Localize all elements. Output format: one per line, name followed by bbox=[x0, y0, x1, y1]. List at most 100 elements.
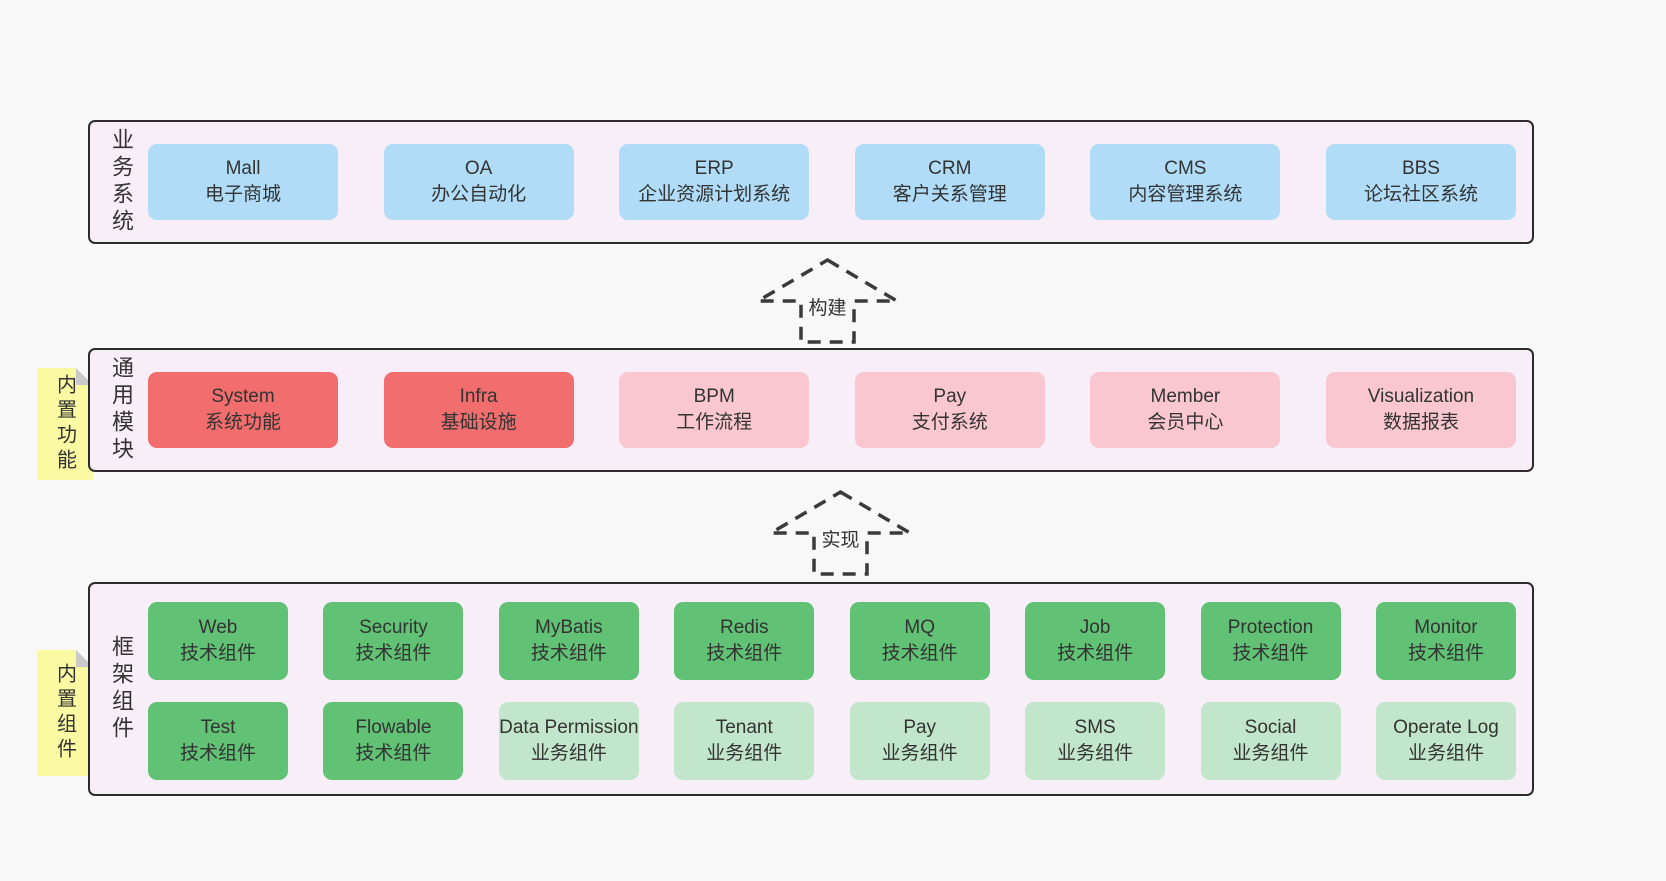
box-title: Monitor bbox=[1414, 616, 1478, 638]
box-subtitle: 业务组件 bbox=[530, 743, 607, 764]
box-subtitle: 技术组件 bbox=[1407, 643, 1484, 664]
box-subtitle: 技术组件 bbox=[1232, 643, 1309, 664]
box-cms: CMS 内容管理系统 bbox=[1090, 144, 1281, 220]
framework-components-section: 框架组件 Web 技术组件 Security 技术组件 MyBatis 技术组件… bbox=[88, 582, 1534, 796]
box-title: Pay bbox=[933, 385, 967, 407]
box-member: Member 会员中心 bbox=[1090, 372, 1281, 448]
box-title: SMS bbox=[1074, 716, 1116, 738]
up-arrow-icon bbox=[768, 489, 913, 576]
builtin-functions-tag-label: 内置功能 bbox=[53, 374, 76, 474]
box-erp: ERP 企业资源计划系统 bbox=[619, 144, 810, 220]
box-subtitle: 技术组件 bbox=[1057, 643, 1134, 664]
implement-arrow-label: 实现 bbox=[821, 530, 860, 551]
up-arrow-icon bbox=[755, 257, 900, 344]
box-subtitle: 支付系统 bbox=[911, 412, 988, 433]
business-systems-label: 业务系统 bbox=[109, 128, 134, 236]
box-flowable: Flowable 技术组件 bbox=[323, 702, 464, 780]
box-subtitle: 内容管理系统 bbox=[1128, 184, 1243, 205]
box-monitor: Monitor 技术组件 bbox=[1375, 602, 1516, 680]
box-security: Security 技术组件 bbox=[323, 602, 464, 680]
box-title: Test bbox=[200, 716, 236, 738]
box-subtitle: 业务组件 bbox=[1057, 743, 1134, 764]
box-subtitle: 业务组件 bbox=[881, 743, 958, 764]
common-modules-label: 通用模块 bbox=[109, 356, 134, 464]
box-subtitle: 技术组件 bbox=[881, 643, 958, 664]
box-test: Test 技术组件 bbox=[148, 702, 288, 780]
box-title: BPM bbox=[693, 385, 735, 407]
box-redis: Redis 技术组件 bbox=[674, 602, 815, 680]
box-data-permission: Data Permission 业务组件 bbox=[498, 702, 639, 780]
build-arrow-label: 构建 bbox=[808, 298, 847, 319]
box-subtitle: 技术组件 bbox=[179, 743, 256, 764]
box-job: Job 技术组件 bbox=[1025, 602, 1166, 680]
common-modules-row: System 系统功能 Infra 基础设施 BPM 工作流程 Pay 支付系统… bbox=[148, 350, 1516, 470]
box-subtitle: 技术组件 bbox=[179, 643, 256, 664]
box-title: Member bbox=[1150, 385, 1221, 407]
box-bbs: BBS 论坛社区系统 bbox=[1325, 144, 1516, 220]
box-subtitle: 客户关系管理 bbox=[892, 184, 1007, 205]
builtin-functions-tag: 内置功能 bbox=[37, 368, 93, 480]
box-subtitle: 业务组件 bbox=[1232, 743, 1309, 764]
box-subtitle: 工作流程 bbox=[676, 412, 753, 433]
box-pay: Pay 支付系统 bbox=[854, 372, 1045, 448]
box-title: System bbox=[211, 385, 275, 407]
box-title: Visualization bbox=[1367, 385, 1475, 407]
box-operate-log: Operate Log 业务组件 bbox=[1375, 702, 1516, 780]
business-systems-row: Mall 电子商城 OA 办公自动化 ERP 企业资源计划系统 CRM 客户关系… bbox=[148, 122, 1516, 242]
box-subtitle: 技术组件 bbox=[355, 643, 432, 664]
box-crm: CRM 客户关系管理 bbox=[854, 144, 1045, 220]
box-sms: SMS 业务组件 bbox=[1025, 702, 1166, 780]
box-tenant: Tenant 业务组件 bbox=[674, 702, 815, 780]
implement-arrow: 实现 bbox=[768, 489, 913, 577]
box-subtitle: 技术组件 bbox=[530, 643, 607, 664]
box-protection: Protection 技术组件 bbox=[1200, 602, 1341, 680]
box-title: Redis bbox=[719, 616, 769, 638]
box-title: Job bbox=[1079, 616, 1111, 638]
builtin-components-tag-label: 内置组件 bbox=[53, 663, 76, 763]
common-modules-section: 通用模块 System 系统功能 Infra 基础设施 BPM 工作流程 Pay… bbox=[88, 348, 1534, 472]
build-arrow: 构建 bbox=[755, 257, 900, 345]
box-infra: Infra 基础设施 bbox=[383, 372, 574, 448]
box-subtitle: 基础设施 bbox=[440, 412, 517, 433]
box-title: CMS bbox=[1164, 157, 1207, 179]
box-mall: Mall 电子商城 bbox=[148, 144, 338, 220]
business-systems-section: 业务系统 Mall 电子商城 OA 办公自动化 ERP 企业资源计划系统 CRM… bbox=[88, 120, 1534, 244]
box-title: Security bbox=[359, 616, 428, 638]
builtin-components-tag: 内置组件 bbox=[37, 650, 93, 776]
box-social: Social 业务组件 bbox=[1200, 702, 1341, 780]
box-title: ERP bbox=[694, 157, 734, 179]
framework-components-label: 框架组件 bbox=[109, 635, 134, 743]
box-title: MyBatis bbox=[535, 616, 603, 638]
box-subtitle: 技术组件 bbox=[706, 643, 783, 664]
box-pay-biz: Pay 业务组件 bbox=[849, 702, 990, 780]
box-title: MQ bbox=[904, 616, 935, 638]
box-visualization: Visualization 数据报表 bbox=[1325, 372, 1516, 448]
box-title: Protection bbox=[1227, 616, 1314, 638]
box-title: Web bbox=[198, 616, 238, 638]
framework-components-row-2: Test 技术组件 Flowable 技术组件 Data Permission … bbox=[148, 702, 1516, 780]
box-title: Operate Log bbox=[1393, 716, 1499, 738]
box-web: Web 技术组件 bbox=[148, 602, 288, 680]
box-oa: OA 办公自动化 bbox=[383, 144, 574, 220]
box-title: Mall bbox=[225, 157, 261, 179]
box-subtitle: 业务组件 bbox=[1407, 743, 1484, 764]
box-subtitle: 数据报表 bbox=[1382, 412, 1459, 433]
box-subtitle: 会员中心 bbox=[1147, 412, 1224, 433]
box-title: Tenant bbox=[715, 716, 773, 738]
box-mybatis: MyBatis 技术组件 bbox=[498, 602, 639, 680]
box-system: System 系统功能 bbox=[148, 372, 338, 448]
box-subtitle: 论坛社区系统 bbox=[1363, 184, 1478, 205]
box-mq: MQ 技术组件 bbox=[849, 602, 990, 680]
box-title: Data Permission bbox=[499, 716, 639, 738]
box-title: OA bbox=[464, 157, 493, 179]
box-title: Infra bbox=[459, 385, 498, 407]
box-subtitle: 办公自动化 bbox=[431, 184, 527, 205]
box-title: Pay bbox=[903, 716, 937, 738]
box-bpm: BPM 工作流程 bbox=[619, 372, 810, 448]
framework-components-row-1: Web 技术组件 Security 技术组件 MyBatis 技术组件 Redi… bbox=[148, 602, 1516, 680]
box-title: Flowable bbox=[355, 716, 432, 738]
box-title: Social bbox=[1244, 716, 1297, 738]
box-subtitle: 电子商城 bbox=[204, 184, 281, 205]
box-title: CRM bbox=[928, 157, 972, 179]
box-subtitle: 系统功能 bbox=[204, 412, 281, 433]
